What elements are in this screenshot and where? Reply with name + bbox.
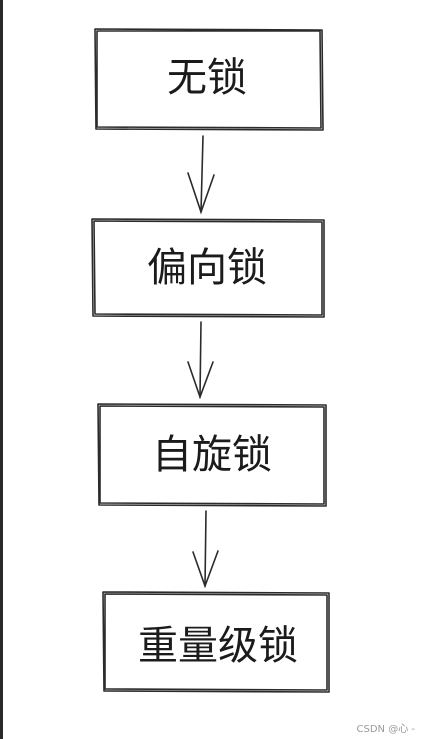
node-heavyweight-lock-box: [102, 591, 330, 693]
node-no-lock-label: 无锁: [167, 55, 247, 101]
arrow-spin-lock-to-heavyweight-lock: [192, 510, 219, 589]
node-spin-lock-box: [97, 403, 327, 507]
node-biased-lock: 偏向锁: [91, 218, 325, 318]
node-spin-lock-label: 自旋锁: [152, 432, 272, 478]
csdn-watermark: CSDN @心 -: [356, 724, 415, 735]
arrow-no-lock-to-biased-lock: [187, 135, 215, 215]
node-heavyweight-lock: 重量级锁: [102, 591, 330, 693]
node-spin-lock: 自旋锁: [97, 403, 327, 507]
left-border-line: [0, 0, 3, 739]
arrow-biased-lock-to-spin-lock: [187, 321, 214, 400]
node-heavyweight-lock-label: 重量级锁: [138, 623, 298, 669]
node-biased-lock-box: [91, 218, 325, 318]
node-no-lock: 无锁: [94, 28, 324, 131]
node-no-lock-box: [94, 28, 324, 131]
node-biased-lock-label: 偏向锁: [147, 245, 267, 291]
